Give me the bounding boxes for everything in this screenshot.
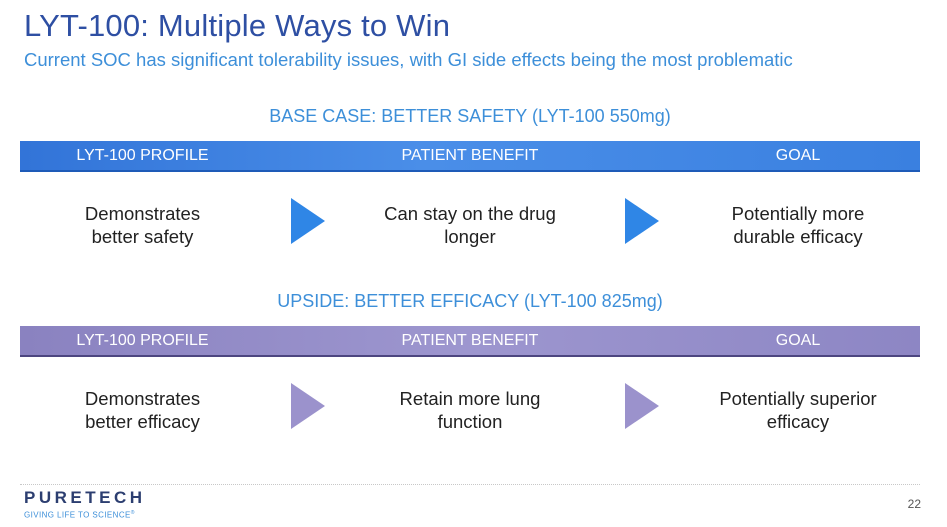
profile-text: Demonstrates better safety (84, 203, 201, 247)
benefit-text: Retain more lung function (399, 388, 541, 432)
header-bar-base-case: LYT-100 PROFILE PATIENT BENEFIT GOAL (20, 141, 920, 172)
flow-row-base-case: Demonstrates better safety Can stay on t… (20, 198, 920, 272)
column-header-benefit: PATIENT BENEFIT (401, 146, 539, 164)
flow-row-upside: Demonstrates better efficacy Retain more… (20, 383, 920, 457)
goal-text: Potentially superior efficacy (719, 388, 877, 432)
benefit-text: Can stay on the drug longer (384, 203, 556, 247)
column-header-profile: LYT-100 PROFILE (76, 331, 209, 349)
column-header-profile: LYT-100 PROFILE (76, 146, 209, 164)
puretech-logo: PURETECH (24, 488, 146, 507)
right-arrow-icon (291, 198, 325, 244)
footer-divider (20, 484, 920, 485)
slide-subtitle: Current SOC has significant tolerability… (24, 49, 793, 70)
column-header-goal: GOAL (775, 331, 821, 349)
profile-text: Demonstrates better efficacy (84, 388, 201, 432)
logo-tagline: GIVING LIFE TO SCIENCE® (24, 510, 135, 520)
section-heading-upside: UPSIDE: BETTER EFFICACY (LYT-100 825mg) (277, 291, 663, 311)
goal-text: Potentially more durable efficacy (731, 203, 865, 247)
header-bar-upside: LYT-100 PROFILE PATIENT BENEFIT GOAL (20, 326, 920, 357)
page-number: 22 (907, 497, 921, 511)
right-arrow-icon (291, 383, 325, 429)
right-arrow-icon (625, 383, 659, 429)
right-arrow-icon (625, 198, 659, 244)
column-header-goal: GOAL (775, 146, 821, 164)
section-heading-base-case: BASE CASE: BETTER SAFETY (LYT-100 550mg) (269, 106, 671, 126)
slide-title: LYT-100: Multiple Ways to Win (24, 8, 451, 43)
column-header-benefit: PATIENT BENEFIT (401, 331, 539, 349)
